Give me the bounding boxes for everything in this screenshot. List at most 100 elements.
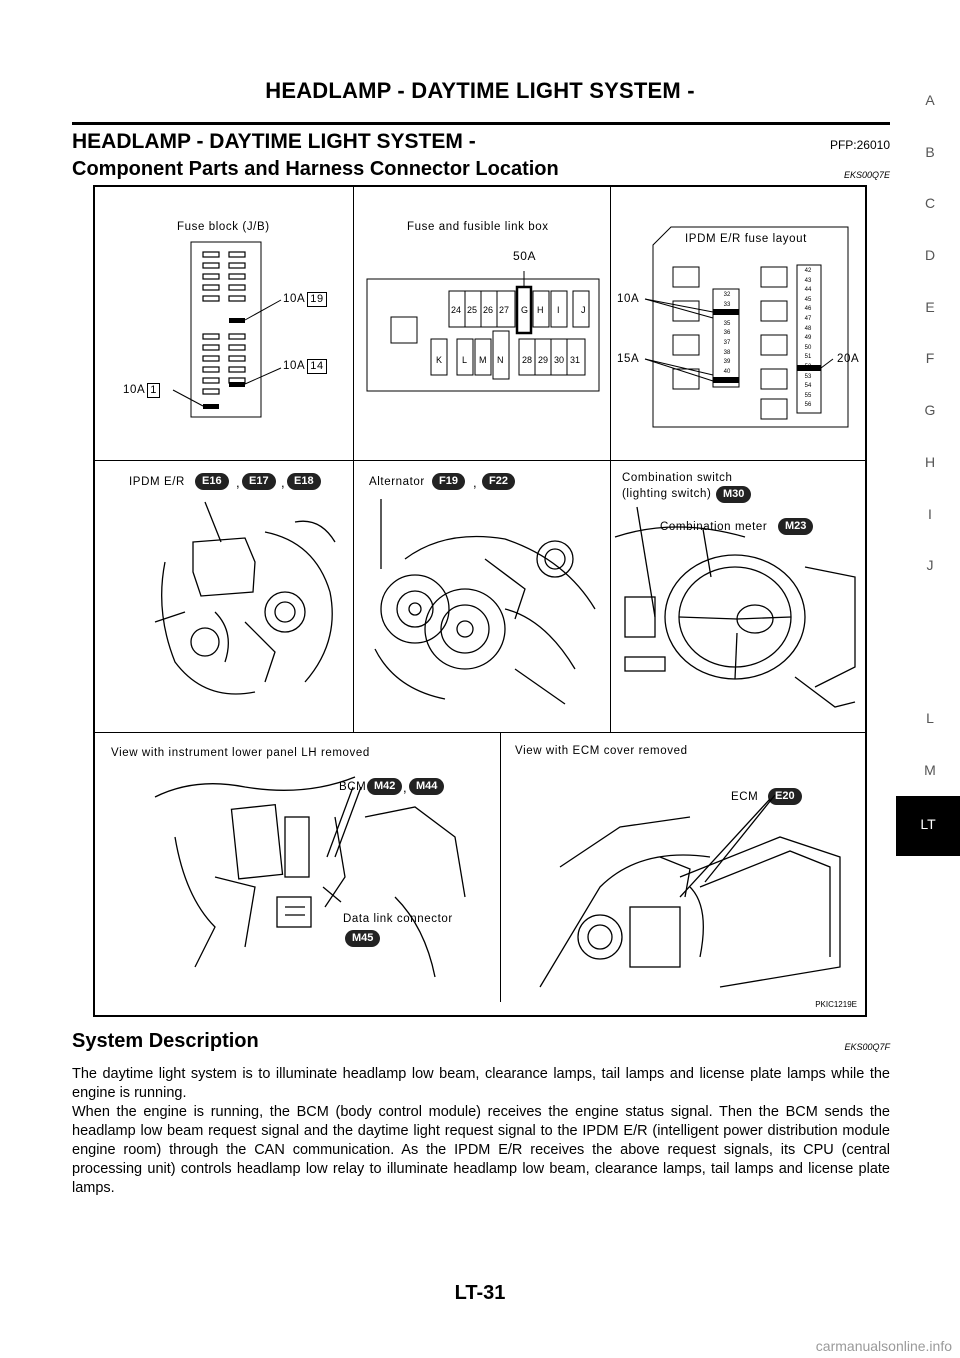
ipdm-fuse-cell: 36 (723, 330, 731, 337)
fuse-number: 1 (147, 383, 160, 398)
fuse-number: 14 (307, 359, 327, 374)
ipdm-fuse-cell: 55 (804, 392, 812, 399)
fuse-cell: 31 (570, 355, 581, 365)
connector-m44: M44 (409, 778, 445, 795)
page-number: LT-31 (454, 1282, 506, 1304)
separator: , (473, 475, 477, 490)
side-index-i[interactable]: I (928, 506, 932, 522)
ipdm-fuse-cell: 50 (804, 344, 812, 351)
ipdm-fuse-20a-label: 20A (837, 353, 860, 365)
fuse-cell: G (521, 305, 529, 315)
side-index-m[interactable]: M (924, 762, 936, 778)
ipdm-fuse-cell: 37 (723, 339, 731, 346)
ipdm-fuse-cell: 35 (723, 320, 731, 327)
ipdm-fuse-cell: 32 (723, 292, 731, 298)
side-index-d[interactable]: D (924, 247, 936, 263)
fuse-cell: M (479, 355, 487, 365)
combination-meter-label: Combination meter (660, 521, 768, 533)
ecm-view-label: View with ECM cover removed (515, 745, 688, 757)
ipdm-fuse-cell: 44 (804, 287, 812, 294)
figure-code: PKIC1219E (815, 1000, 857, 1009)
side-index-f[interactable]: F (925, 350, 935, 366)
ipdm-fuse-cell: 34 (723, 311, 731, 318)
ipdm-fuse-cell: 45 (804, 296, 812, 303)
separator: , (281, 475, 285, 490)
grid-divider (95, 732, 865, 733)
fusible-link-50a-label: 50A (513, 249, 537, 263)
combination-switch-label-line2: (lighting switch) (622, 488, 712, 500)
fuse-cell: J (581, 305, 586, 315)
connector-e16: E16 (195, 473, 229, 490)
connector-f22: F22 (482, 473, 515, 490)
fuse-block-title: Fuse block (J/B) (177, 221, 270, 233)
side-index-e[interactable]: E (925, 299, 935, 315)
ecm-drawing (539, 794, 841, 988)
fuse-cell: L (462, 355, 468, 365)
fuse-cell: I (557, 305, 560, 315)
connector-f19: F19 (432, 473, 465, 490)
fusible-link-box-title: Fuse and fusible link box (407, 221, 549, 233)
ipdm-fuse-cell: 43 (804, 277, 812, 284)
subsection-title-components: Component Parts and Harness Connector Lo… (72, 158, 559, 180)
instrument-panel-view-label: View with instrument lower panel LH remo… (111, 747, 370, 759)
ipdm-fuse-cell: 42 (804, 268, 812, 274)
side-index-c[interactable]: C (924, 195, 936, 211)
fuse-cell: 24 (451, 305, 462, 315)
ipdm-fuse-cell: 46 (804, 306, 812, 313)
ipdm-fuse-cell: 48 (804, 325, 812, 332)
alternator-label: Alternator (369, 476, 425, 488)
fuse-cell: 30 (554, 355, 565, 365)
fuse-cell: 27 (499, 305, 510, 315)
fuse-block-drawing (172, 241, 282, 418)
grid-divider (95, 460, 865, 461)
alternator-drawing (374, 499, 596, 705)
side-index-g[interactable]: G (924, 402, 936, 418)
subsection-code-description: EKS00Q7F (844, 1042, 890, 1052)
grid-divider (610, 187, 611, 732)
fusible-link-box-drawing (366, 271, 600, 392)
steering-wheel-drawing (614, 506, 856, 708)
ipdm-col-b: 42 43 44 45 46 47 48 49 50 51 52 53 54 5… (797, 267, 819, 411)
ipdm-fuse-cell: 51 (804, 354, 812, 361)
ipdm-fuse-cell: 33 (723, 301, 731, 308)
fuse-amp: 10A (283, 293, 306, 305)
section-title: HEADLAMP - DAYTIME LIGHT SYSTEM - (72, 130, 476, 153)
running-header: HEADLAMP - DAYTIME LIGHT SYSTEM - (265, 78, 695, 103)
fuse-number: 19 (307, 292, 327, 307)
fuse-cell: 29 (538, 355, 549, 365)
side-index-h[interactable]: H (924, 454, 936, 470)
fuse-amp: 10A (283, 360, 306, 372)
connector-m23: M23 (778, 518, 814, 535)
ipdm-fuse-cell: 52 (804, 363, 812, 370)
subsection-title-description: System Description (72, 1030, 259, 1052)
ipdm-fuse-10a-label: 10A (617, 293, 640, 305)
combination-switch-label-line1: Combination switch (622, 472, 733, 484)
header-rule (72, 122, 890, 125)
subsection-code-components: EKS00Q7E (843, 170, 890, 180)
fuse-cell: 28 (522, 355, 533, 365)
instrument-panel-drawing (154, 776, 466, 978)
ipdm-fuse-cell: 47 (804, 315, 812, 322)
engine-bay-ipdm-drawing (154, 501, 336, 695)
side-index-j[interactable]: J (926, 557, 934, 573)
data-link-connector-label: Data link connector (343, 913, 453, 925)
ipdm-fuse-cell: 39 (723, 359, 731, 366)
side-index-l[interactable]: L (926, 710, 934, 726)
side-index-a[interactable]: A (925, 92, 935, 108)
side-index-tab-label: LT (920, 816, 936, 832)
side-index-tab-lt[interactable]: LT (896, 796, 960, 856)
ipdm-fuse-layout-drawing (644, 226, 849, 428)
ipdm-fuse-cell: 40 (723, 368, 731, 375)
grid-divider (500, 732, 501, 1002)
connector-e17: E17 (242, 473, 276, 490)
fuse-cell: N (497, 355, 504, 365)
fuse-cell: K (436, 355, 443, 365)
ipdm-fuse-cell: 53 (804, 373, 812, 380)
separator: , (236, 475, 240, 490)
side-index-b[interactable]: B (925, 144, 935, 160)
ipdm-fuse-cell: 38 (723, 349, 731, 356)
